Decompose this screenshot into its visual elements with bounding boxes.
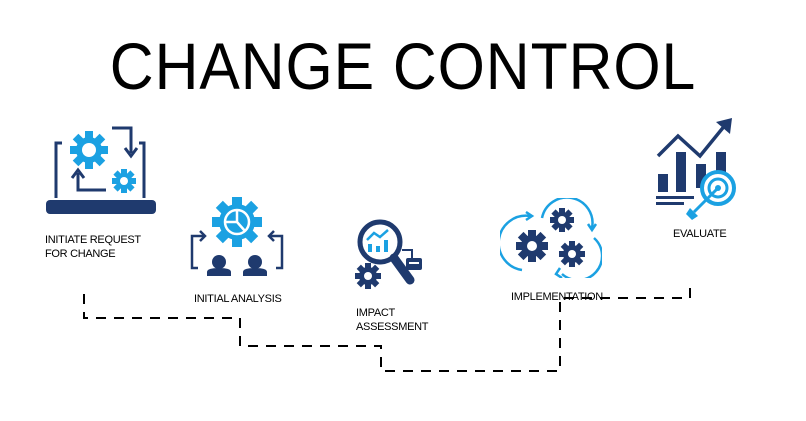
step-label-implementation: IMPLEMENTATION	[511, 290, 603, 304]
label-line: INITIAL ANALYSIS	[194, 293, 282, 305]
step-label-impact-assessment: IMPACT ASSESSMENT	[356, 306, 428, 334]
laptop-gears-icon	[46, 126, 156, 214]
magnifier-chart-gear-icon	[355, 219, 422, 289]
cycle-gears-icon	[500, 198, 602, 278]
label-line: ASSESSMENT	[356, 321, 429, 333]
label-line: INITIATE REQUEST	[45, 234, 141, 246]
growth-chart-target-icon	[656, 118, 736, 220]
step-label-initial-analysis: INITIAL ANALYSIS	[194, 292, 282, 306]
label-line: EVALUATE	[673, 228, 727, 240]
diagram-title: CHANGE CONTROL	[109, 29, 697, 103]
label-line: FOR CHANGE	[45, 248, 116, 260]
label-line: IMPLEMENTATION	[511, 291, 603, 303]
label-line: IMPACT	[356, 307, 395, 319]
step-label-initiate-request: INITIATE REQUEST FOR CHANGE	[45, 233, 141, 261]
step-label-evaluate: EVALUATE	[673, 227, 727, 241]
team-gear-chart-icon	[190, 197, 284, 276]
